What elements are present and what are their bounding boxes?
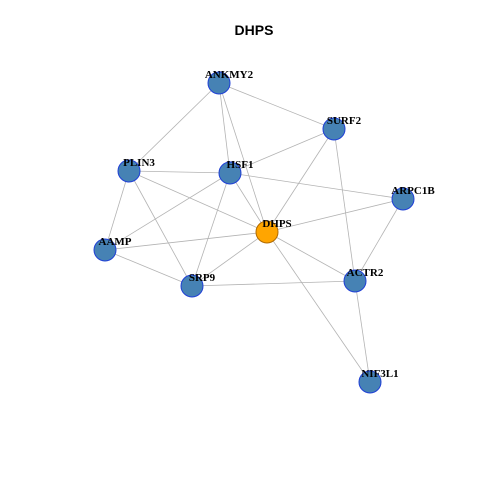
node-nif3l1 bbox=[358, 370, 382, 394]
node-aamp bbox=[93, 238, 117, 262]
edge-arpc1b-dhps bbox=[266, 198, 404, 233]
node-label-surf2: SURF2 bbox=[327, 115, 362, 127]
node-label-hsf1: HSF1 bbox=[227, 159, 254, 171]
node-label-nif3l1: NIF3L1 bbox=[361, 368, 398, 380]
node-surf2 bbox=[322, 117, 346, 141]
edge-layer bbox=[104, 82, 404, 383]
diagram-title: DHPS bbox=[235, 22, 274, 38]
edge-dhps-actr2 bbox=[266, 231, 356, 282]
edge-hsf1-arpc1b bbox=[229, 172, 404, 200]
edge-plin3-aamp bbox=[104, 170, 130, 251]
edge-dhps-aamp bbox=[104, 231, 268, 251]
edge-plin3-hsf1 bbox=[128, 170, 231, 174]
edge-plin3-dhps bbox=[128, 170, 268, 233]
edge-ankmy2-surf2 bbox=[218, 82, 335, 130]
node-label-aamp: AAMP bbox=[99, 236, 132, 248]
edge-dhps-srp9 bbox=[191, 231, 268, 287]
edge-ankmy2-dhps bbox=[218, 82, 268, 233]
node-hsf1 bbox=[218, 161, 242, 185]
edge-surf2-hsf1 bbox=[229, 128, 335, 174]
node-plin3 bbox=[117, 159, 141, 183]
node-arpc1b bbox=[391, 187, 415, 211]
edge-dhps-nif3l1 bbox=[266, 231, 371, 383]
node-ankmy2 bbox=[207, 71, 231, 95]
edge-hsf1-aamp bbox=[104, 172, 231, 251]
edge-hsf1-srp9 bbox=[191, 172, 231, 287]
edge-srp9-actr2 bbox=[191, 280, 356, 287]
edge-hsf1-dhps bbox=[229, 172, 268, 233]
node-label-arpc1b: ARPC1B bbox=[391, 185, 435, 197]
node-srp9 bbox=[180, 274, 204, 298]
node-actr2 bbox=[343, 269, 367, 293]
node-label-actr2: ACTR2 bbox=[347, 267, 384, 279]
edge-aamp-srp9 bbox=[104, 249, 193, 287]
edge-arpc1b-actr2 bbox=[354, 198, 404, 282]
edge-surf2-dhps bbox=[266, 128, 335, 233]
edge-actr2-nif3l1 bbox=[354, 280, 371, 383]
node-label-srp9: SRP9 bbox=[189, 272, 216, 284]
edge-ankmy2-plin3 bbox=[128, 82, 220, 172]
edge-plin3-srp9 bbox=[128, 170, 193, 287]
edge-surf2-actr2 bbox=[333, 128, 356, 282]
node-layer bbox=[93, 71, 415, 394]
node-label-ankmy2: ANKMY2 bbox=[205, 69, 254, 81]
node-label-plin3: PLIN3 bbox=[123, 157, 155, 169]
node-label-dhps: DHPS bbox=[262, 218, 291, 230]
node-dhps bbox=[255, 220, 279, 244]
edge-ankmy2-hsf1 bbox=[218, 82, 231, 174]
